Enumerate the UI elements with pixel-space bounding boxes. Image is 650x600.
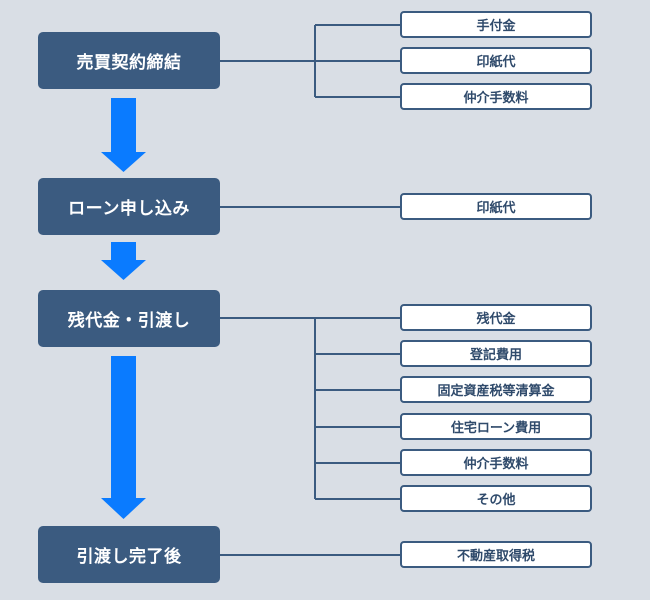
cost-item-stage3-2: 登記費用 xyxy=(400,340,592,367)
cost-item-stage1-2: 印紙代 xyxy=(400,47,592,74)
cost-item-stage3-5: 仲介手数料 xyxy=(400,449,592,476)
flow-arrow-2 xyxy=(101,242,146,280)
connector-stage-3 xyxy=(220,317,400,500)
cost-item-stage3-3: 固定資産税等清算金 xyxy=(400,376,592,403)
flow-arrow-3 xyxy=(101,356,146,519)
cost-item-stage2-1: 印紙代 xyxy=(400,193,592,220)
cost-item-stage3-1: 残代金 xyxy=(400,304,592,331)
cost-item-stage3-6: その他 xyxy=(400,485,592,512)
connector-stage-1 xyxy=(220,24,400,98)
stage-settlement-handover: 残代金・引渡し xyxy=(38,290,220,347)
stage-loan-application: ローン申し込み xyxy=(38,178,220,235)
cost-item-stage1-3: 仲介手数料 xyxy=(400,83,592,110)
cost-item-stage4-1: 不動産取得税 xyxy=(400,541,592,568)
cost-item-stage1-1: 手付金 xyxy=(400,11,592,38)
flow-arrow-1 xyxy=(101,98,146,172)
stage-after-handover: 引渡し完了後 xyxy=(38,526,220,583)
cost-item-stage3-4: 住宅ローン費用 xyxy=(400,413,592,440)
stage-contract-signing: 売買契約締結 xyxy=(38,32,220,89)
